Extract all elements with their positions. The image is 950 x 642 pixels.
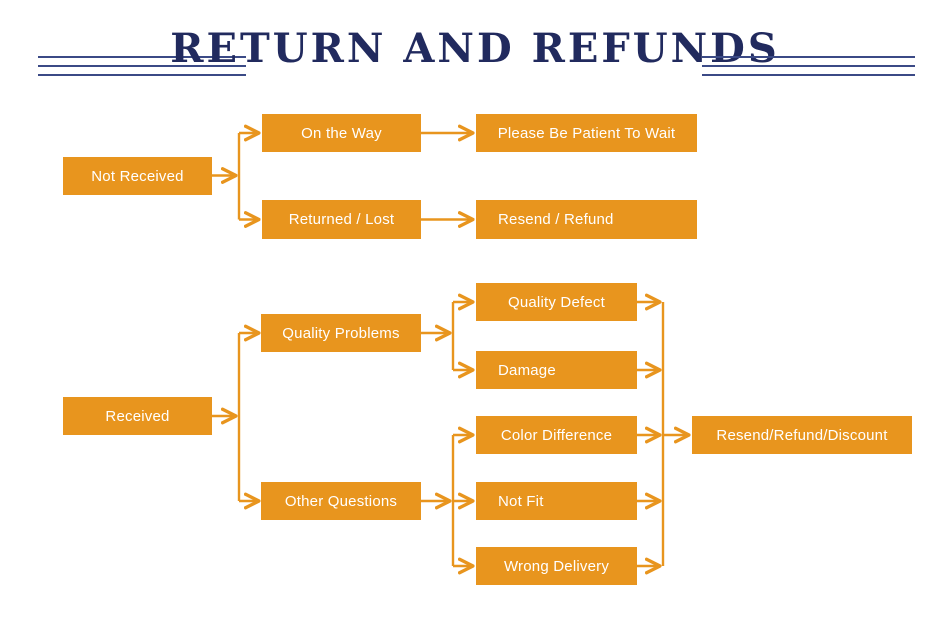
node-resend-refund[interactable]: Resend / Refund: [476, 200, 697, 239]
page-title: RETURN AND REFUNDS: [170, 25, 780, 72]
node-please-be-patient-to-wait[interactable]: Please Be Patient To Wait: [476, 114, 697, 152]
title-rule-right: [702, 56, 915, 79]
rule-line: [38, 65, 246, 67]
node-returned-lost[interactable]: Returned / Lost: [262, 200, 421, 239]
node-color-difference[interactable]: Color Difference: [476, 416, 637, 454]
node-wrong-delivery[interactable]: Wrong Delivery: [476, 547, 637, 585]
node-on-the-way[interactable]: On the Way: [262, 114, 421, 152]
node-quality-problems[interactable]: Quality Problems: [261, 314, 421, 352]
node-quality-defect[interactable]: Quality Defect: [476, 283, 637, 321]
node-not-received[interactable]: Not Received: [63, 157, 212, 195]
rule-line: [38, 56, 246, 58]
rule-line: [702, 74, 915, 76]
rule-line: [702, 56, 915, 58]
rule-line: [702, 65, 915, 67]
node-resend-refund-discount[interactable]: Resend/Refund/Discount: [692, 416, 912, 454]
node-other-questions[interactable]: Other Questions: [261, 482, 421, 520]
rule-line: [38, 74, 246, 76]
node-not-fit[interactable]: Not Fit: [476, 482, 637, 520]
node-damage[interactable]: Damage: [476, 351, 637, 389]
page-header: RETURN AND REFUNDS: [0, 18, 950, 82]
node-received[interactable]: Received: [63, 397, 212, 435]
title-rule-left: [38, 56, 246, 79]
